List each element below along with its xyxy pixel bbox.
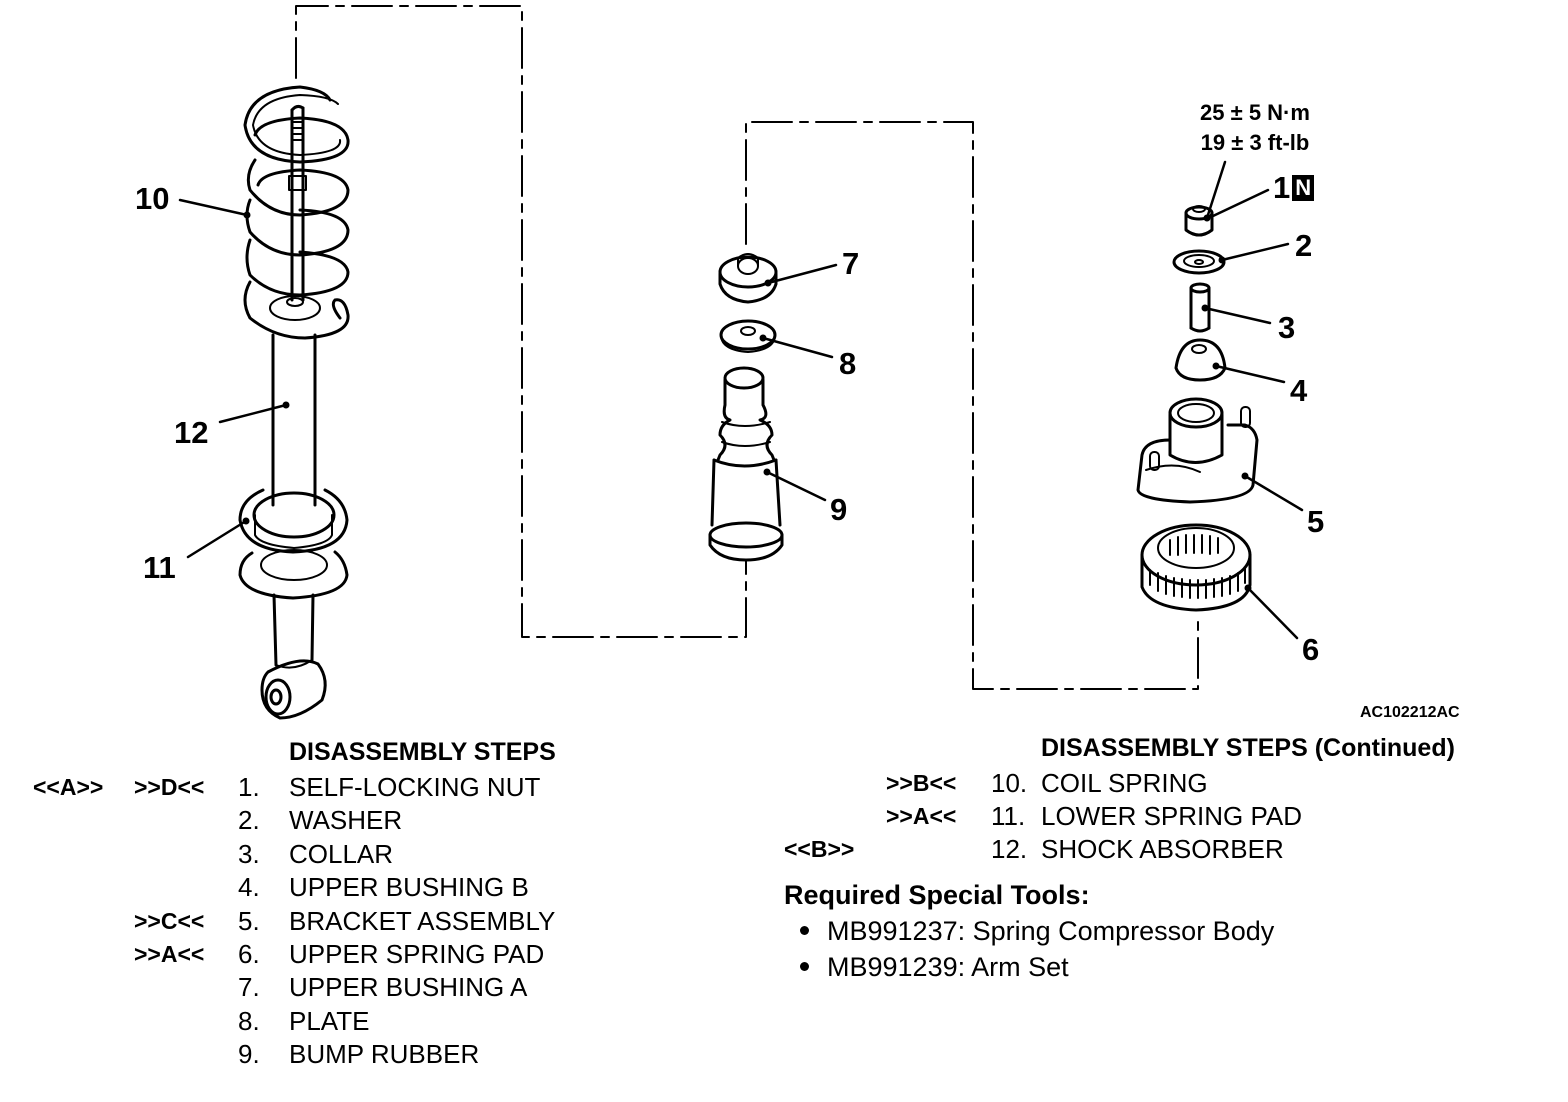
service-point-mark: <<B>>: [784, 836, 855, 862]
step-text: COIL SPRING: [1041, 768, 1208, 798]
step-number: 2.: [238, 805, 260, 836]
step-text: COLLAR: [289, 838, 394, 869]
step-text: UPPER BUSHING A: [289, 972, 528, 1003]
part-label-9: 9: [830, 492, 848, 527]
torque-ftlb: 19 ± 3 ft-lb: [1200, 130, 1310, 155]
tools-title: Required Special Tools:: [784, 880, 1090, 910]
assembly-point-mark: >>A<<: [886, 803, 957, 829]
leader-dots: [242, 211, 1252, 592]
part-label-3: 3: [1278, 310, 1296, 345]
figure-code: AC102212AC: [1360, 704, 1460, 721]
bracket-assembly-drawing: [1136, 397, 1259, 504]
step-number: 7.: [238, 972, 260, 1003]
step-number: 11.: [991, 801, 1026, 831]
step-number: 4.: [238, 872, 260, 903]
assembly-point-mark: >>A<<: [134, 941, 205, 967]
step-text: LOWER SPRING PAD: [1041, 801, 1303, 831]
step-text: SELF-LOCKING NUT: [289, 772, 541, 802]
step-text: PLATE: [289, 1005, 370, 1036]
tool-item: MB991237: Spring Compressor Body: [800, 916, 1274, 947]
torque-spec: 25 ± 5 N·m 19 ± 3 ft-lb: [1175, 98, 1335, 158]
step-text: WASHER: [289, 805, 403, 836]
part-label-5: 5: [1307, 504, 1325, 539]
step-text: UPPER BUSHING B: [289, 872, 529, 903]
step-number: 10.: [991, 768, 1028, 798]
leader-lines: [178, 160, 1304, 640]
upper-spring-pad-drawing: [1140, 523, 1252, 612]
self-locking-nut-drawing: [1184, 205, 1214, 237]
assembly-point-mark: >>C<<: [134, 907, 205, 934]
steps-title: DISASSEMBLY STEPS: [289, 738, 556, 766]
step-number: 5.: [238, 905, 260, 936]
new-part-marker-icon: N: [1292, 175, 1315, 201]
coil-spring-drawing: [243, 85, 350, 340]
part-label-6: 6: [1302, 632, 1320, 667]
part-label-2: 2: [1295, 228, 1313, 263]
shock-absorber-drawing: [260, 104, 327, 720]
torque-nm: 25 ± 5 N·m: [1200, 100, 1310, 125]
step-number: 3.: [238, 838, 260, 869]
tool-item: MB991239: Arm Set: [800, 952, 1069, 983]
part-label-7: 7: [842, 246, 860, 281]
service-point-mark: <<A>>: [33, 774, 104, 800]
step-number: 12.: [991, 834, 1028, 864]
bump-rubber-drawing: [708, 366, 784, 562]
bullet-icon: [800, 926, 809, 935]
steps-continued-title: DISASSEMBLY STEPS (Continued): [1041, 734, 1455, 762]
upper-bushing-a-drawing: [718, 253, 778, 304]
alignment-lines: [295, 5, 1199, 690]
plate-drawing: [719, 319, 777, 353]
part-label-11-12: 12: [174, 415, 209, 450]
step-number: 9.: [238, 1039, 260, 1070]
assembly-point-mark: >>D<<: [134, 774, 205, 800]
step-text: SHOCK ABSORBER: [1041, 834, 1284, 864]
part-label-8: 8: [839, 346, 857, 381]
step-number: 1.: [238, 772, 260, 802]
part-label-10: 10: [135, 181, 170, 216]
step-text: BUMP RUBBER: [289, 1039, 480, 1070]
step-text: UPPER SPRING PAD: [289, 939, 545, 969]
part-label-11: 11: [143, 550, 176, 585]
exploded-view-drawing: [178, 5, 1304, 720]
washer-drawing: [1172, 249, 1226, 275]
assembly-point-mark: >>B<<: [886, 770, 957, 796]
step-number: 6.: [238, 939, 260, 969]
step-text: BRACKET ASSEMBLY: [289, 905, 556, 936]
part-label-4: 4: [1290, 373, 1308, 408]
bullet-icon: [800, 962, 809, 971]
upper-bushing-b-drawing: [1174, 338, 1227, 382]
lower-spring-pad-drawing: [238, 488, 349, 600]
step-number: 8.: [238, 1005, 260, 1036]
